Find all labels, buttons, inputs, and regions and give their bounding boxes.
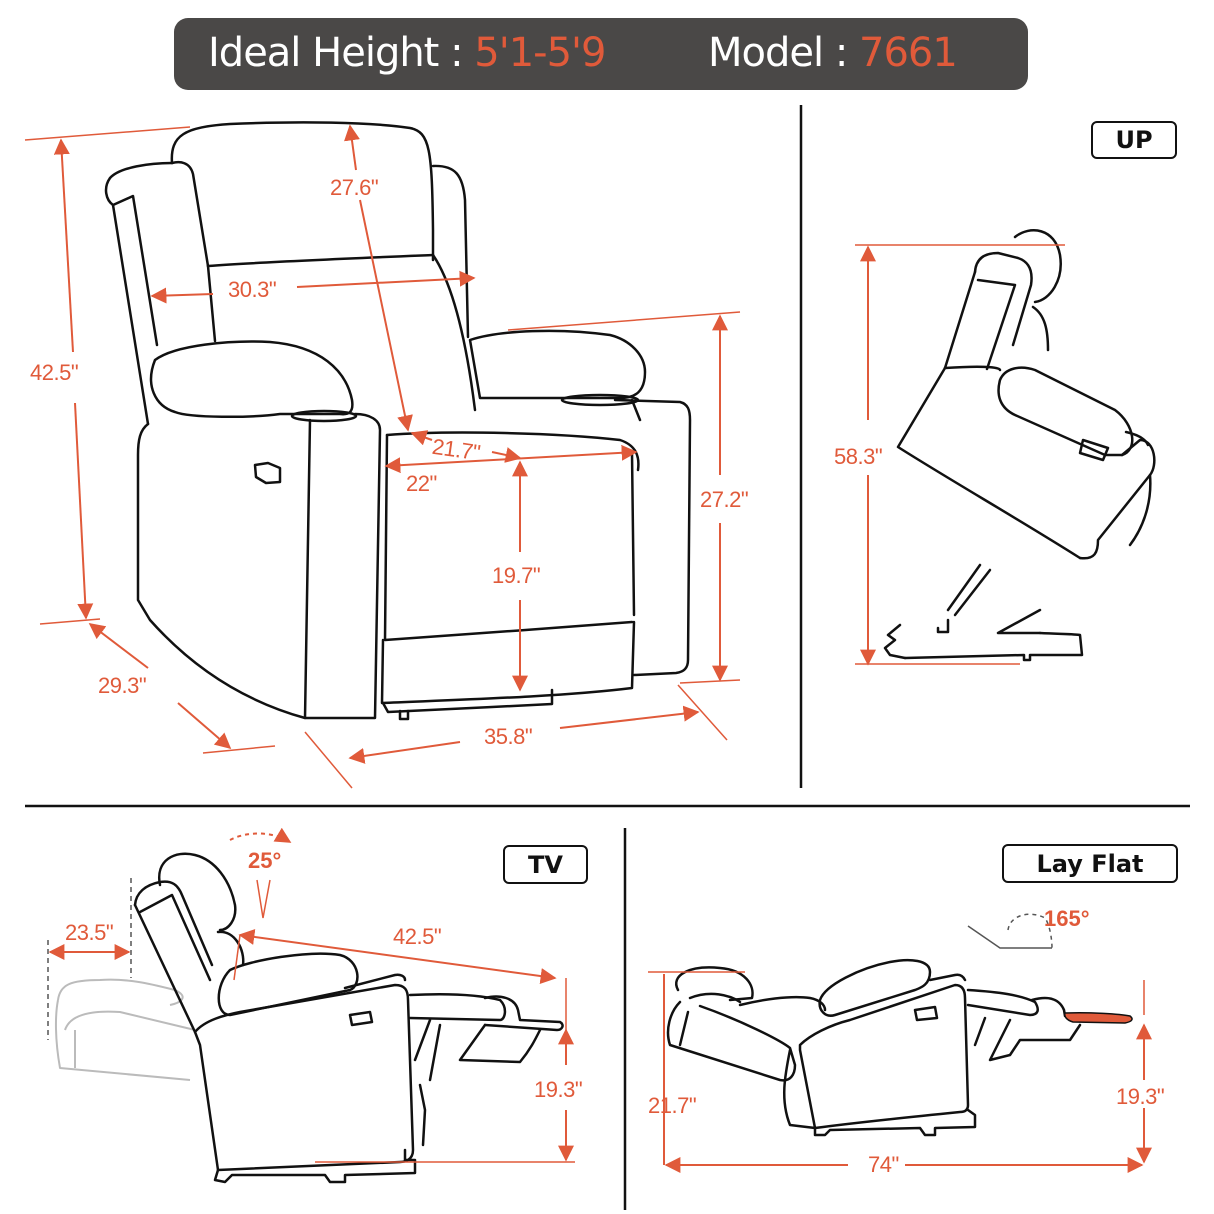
dim-seat-height: 19.7" — [492, 563, 541, 588]
mode-tag-tv: TV — [503, 845, 588, 884]
panel-dividers — [25, 105, 1190, 1210]
dim-recline-length: 42.5" — [393, 924, 442, 949]
front-view-dimension-lines — [24, 124, 741, 789]
lay-flat-footrest-highlight — [1064, 1011, 1133, 1024]
ideal-height-label: Ideal Height : — [208, 30, 475, 76]
ideal-height-group: Ideal Height : 5'1-5'9 — [208, 30, 607, 76]
mode-tag-lay-flat: Lay Flat — [1002, 844, 1178, 883]
dim-lifted-height: 58.3" — [834, 444, 883, 469]
tv-view-chair — [133, 852, 564, 1184]
front-view-chair — [104, 121, 692, 721]
up-view-dimension-lines — [855, 244, 1065, 666]
dim-wall-clearance: 23.5" — [65, 920, 114, 945]
dim-depth: 29.3" — [98, 673, 147, 698]
dim-width: 35.8" — [484, 724, 533, 749]
model-group: Model : 7661 — [708, 30, 958, 76]
up-view-chair — [883, 229, 1156, 662]
dim-total-height: 42.5" — [30, 360, 79, 385]
dim-backrest-height: 27.6" — [330, 175, 379, 200]
tv-view-wall-guides — [47, 878, 132, 1040]
dim-back-width: 30.3" — [228, 277, 277, 302]
lay-flat-angle: 165° — [1044, 906, 1090, 931]
dim-arm-height: 27.2" — [700, 487, 749, 512]
mode-tag-up: UP — [1091, 121, 1177, 159]
model-label: Model : — [708, 30, 860, 76]
ideal-height-value: 5'1-5'9 — [474, 30, 606, 76]
lay-flat-chair — [666, 958, 1082, 1137]
tv-recline-angle: 25° — [248, 848, 282, 873]
dim-total-length: 74" — [868, 1152, 899, 1177]
dim-tv-footrest-height: 19.3" — [534, 1077, 583, 1102]
dim-back-height: 21.7" — [648, 1093, 697, 1118]
model-value: 7661 — [859, 30, 958, 76]
tv-view-ghost-chair — [54, 978, 196, 1081]
dim-lay-flat-footrest-height: 19.3" — [1116, 1084, 1165, 1109]
dim-seat-width: 22" — [406, 471, 437, 496]
header-banner: Ideal Height : 5'1-5'9 Model : 7661 — [174, 18, 1028, 90]
tv-view-dimension-lines — [48, 827, 575, 1163]
lay-flat-dimension-lines — [648, 913, 1152, 1173]
